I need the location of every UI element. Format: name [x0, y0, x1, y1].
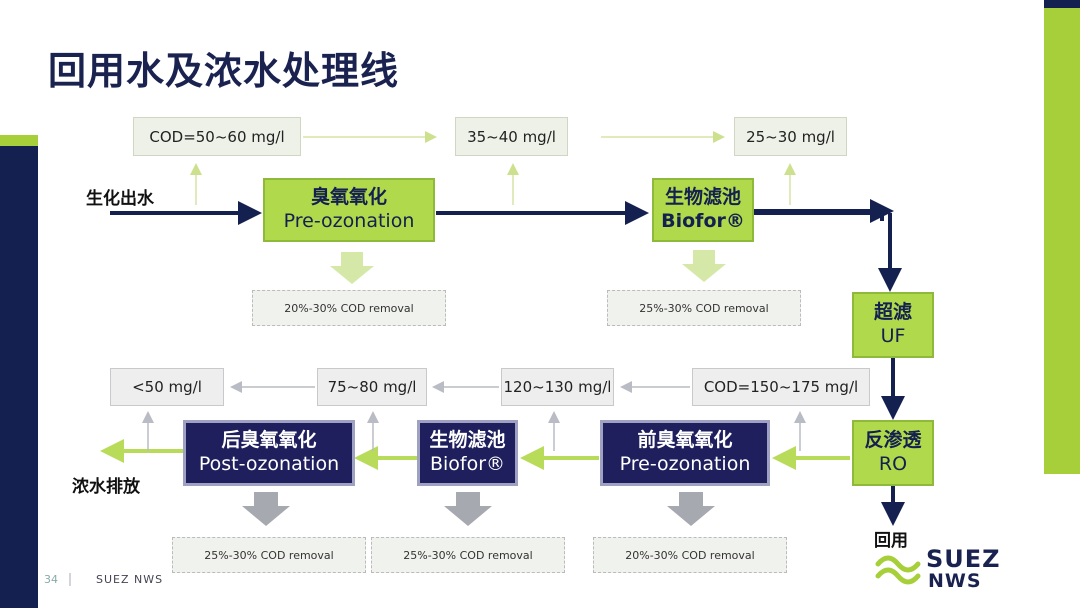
- bottom-cod-box-4: <50 mg/l: [110, 368, 224, 406]
- process-cn-label: 臭氧氧化: [310, 186, 387, 209]
- reuse-label: 回用: [874, 531, 908, 551]
- process-cn-label: 前臭氧氧化: [637, 429, 733, 452]
- logo-line1: SUEZ: [926, 545, 1001, 573]
- top-removal-box-1: 20%-30% COD removal: [252, 290, 446, 326]
- process-en-label: RO: [878, 453, 908, 475]
- inflow-label: 生化出水: [86, 189, 154, 209]
- bottom-cod-box-2: 120~130 mg/l: [501, 368, 614, 406]
- suez-wave-icon: [875, 555, 921, 585]
- left-accent-green: [0, 135, 38, 146]
- bottom-process-preozonation: 前臭氧氧化 Pre-ozonation: [600, 420, 770, 486]
- top-cod-box-2: 35~40 mg/l: [455, 117, 568, 156]
- process-en-label: UF: [880, 325, 906, 347]
- down-arrow-top-1: [330, 252, 374, 284]
- process-cn-label: 超滤: [873, 301, 912, 324]
- arrow-biofor-to-uf: [754, 211, 884, 221]
- bottom-cod-box-3: 75~80 mg/l: [317, 368, 427, 406]
- right-accent-navy: [1044, 0, 1080, 8]
- bottom-removal-box-1: 20%-30% COD removal: [593, 537, 787, 573]
- process-en-label: Biofor®: [429, 453, 506, 475]
- process-cn-label: 反渗透: [864, 429, 922, 452]
- logo-line2: NWS: [928, 570, 982, 592]
- footer-company: SUEZ NWS: [96, 573, 164, 586]
- concentrate-out-label: 浓水排放: [72, 477, 140, 497]
- bottom-process-postozonation: 后臭氧氧化 Post-ozonation: [183, 420, 355, 486]
- down-arrow-bottom-1: [242, 492, 290, 526]
- bottom-removal-box-3: 25%-30% COD removal: [172, 537, 366, 573]
- process-en-label: Pre-ozonation: [283, 210, 415, 232]
- process-cn-label: 后臭氧氧化: [221, 429, 317, 452]
- top-process-biofor: 生物滤池 Biofor®: [652, 178, 754, 242]
- process-uf: 超滤 UF: [852, 292, 934, 358]
- top-removal-box-2: 25%-30% COD removal: [607, 290, 801, 326]
- page-title: 回用水及浓水处理线: [48, 49, 400, 93]
- top-process-ozonation: 臭氧氧化 Pre-ozonation: [263, 178, 435, 242]
- suez-logo: SUEZ NWS: [874, 545, 1014, 598]
- right-accent-green: [1044, 8, 1080, 474]
- process-en-label: Pre-ozonation: [619, 453, 751, 475]
- top-cod-box-1: COD=50~60 mg/l: [133, 117, 301, 156]
- bottom-process-biofor: 生物滤池 Biofor®: [417, 420, 518, 486]
- process-cn-label: 生物滤池: [429, 429, 506, 452]
- bottom-removal-box-2: 25%-30% COD removal: [371, 537, 565, 573]
- down-arrow-bottom-3: [667, 492, 715, 526]
- process-cn-label: 生物滤池: [664, 186, 741, 209]
- top-cod-box-3: 25~30 mg/l: [734, 117, 847, 156]
- page-number: 34: [44, 573, 58, 586]
- bottom-cod-box-1: COD=150~175 mg/l: [692, 368, 870, 406]
- down-arrow-bottom-2: [444, 492, 492, 526]
- process-en-label: Post-ozonation: [198, 453, 340, 475]
- down-arrow-top-2: [682, 250, 726, 282]
- left-accent-navy: [0, 146, 38, 608]
- process-en-label: Biofor®: [661, 210, 745, 232]
- process-ro: 反渗透 RO: [852, 420, 934, 486]
